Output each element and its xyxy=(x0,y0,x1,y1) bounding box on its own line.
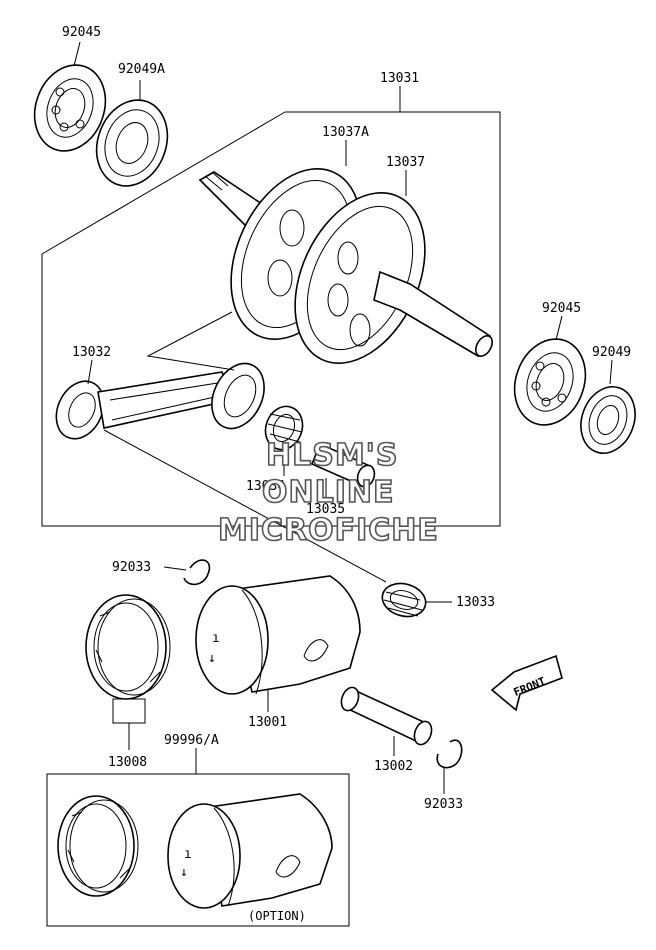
connecting-rod[interactable] xyxy=(47,355,274,446)
label-13001: 13001 xyxy=(248,715,287,730)
label-92033-bottom: 92033 xyxy=(424,797,463,812)
label-13008: 13008 xyxy=(108,755,147,770)
svg-text:↓: ↓ xyxy=(208,651,216,666)
piston-rings-13008[interactable] xyxy=(85,594,171,700)
label-92049A: 92049A xyxy=(118,62,165,77)
bearing-92045-right[interactable] xyxy=(503,329,597,435)
crankpin-guide-line xyxy=(146,311,235,371)
leader-92049 xyxy=(609,359,613,385)
leader-92045-top xyxy=(73,41,81,67)
label-92033-left: 92033 xyxy=(112,560,151,575)
front-direction-indicator: FRONT xyxy=(490,654,563,712)
label-13034: 13034 xyxy=(246,479,285,494)
label-92045-top: 92045 xyxy=(62,25,101,40)
piston-pin-13002[interactable] xyxy=(338,685,434,747)
watermark-line-2: ONLINE xyxy=(262,475,395,510)
label-92049: 92049 xyxy=(592,345,631,360)
crankshaft-assembly-frame xyxy=(41,111,501,527)
needle-bearing-13034[interactable] xyxy=(260,401,309,455)
leader-bracket-13008 xyxy=(112,698,146,724)
small-end-guide-line xyxy=(103,429,387,583)
label-13035: 13035 xyxy=(306,502,345,517)
needle-bearing-13033[interactable] xyxy=(379,579,430,621)
option-piston-rings[interactable] xyxy=(57,795,139,897)
watermark-line-1: HLSM'S xyxy=(266,438,398,473)
crankshaft[interactable] xyxy=(198,148,496,384)
oil-seal-92049A[interactable] xyxy=(85,90,179,196)
leader-92033-left xyxy=(163,566,187,571)
circlip-92033-left[interactable] xyxy=(183,559,211,586)
label-13002: 13002 xyxy=(374,759,413,774)
piston-13001[interactable]: ı ↓ xyxy=(195,575,361,695)
label-13031: 13031 xyxy=(380,71,419,86)
label-13033: 13033 xyxy=(456,595,495,610)
svg-text:ı: ı xyxy=(184,847,192,862)
label-13032: 13032 xyxy=(72,345,111,360)
option-label: (OPTION) xyxy=(248,909,306,923)
svg-text:↓: ↓ xyxy=(180,865,188,880)
option-box xyxy=(46,773,350,927)
circlip-92033-bottom[interactable] xyxy=(436,739,463,769)
label-13037A: 13037A xyxy=(322,125,369,140)
svg-text:ı: ı xyxy=(212,631,220,646)
oil-seal-92049[interactable] xyxy=(572,379,644,461)
label-99996A: 99996/A xyxy=(164,733,219,748)
watermark-line-3: MICROFICHE xyxy=(218,513,439,548)
option-piston[interactable]: ı ↓ xyxy=(167,793,333,909)
crank-pin-13035[interactable] xyxy=(310,442,377,489)
bearing-92045-top[interactable] xyxy=(23,55,117,161)
leader-13032 xyxy=(87,359,93,385)
label-13037: 13037 xyxy=(386,155,425,170)
leader-92045-right xyxy=(555,315,563,341)
label-92045-right: 92045 xyxy=(542,301,581,316)
